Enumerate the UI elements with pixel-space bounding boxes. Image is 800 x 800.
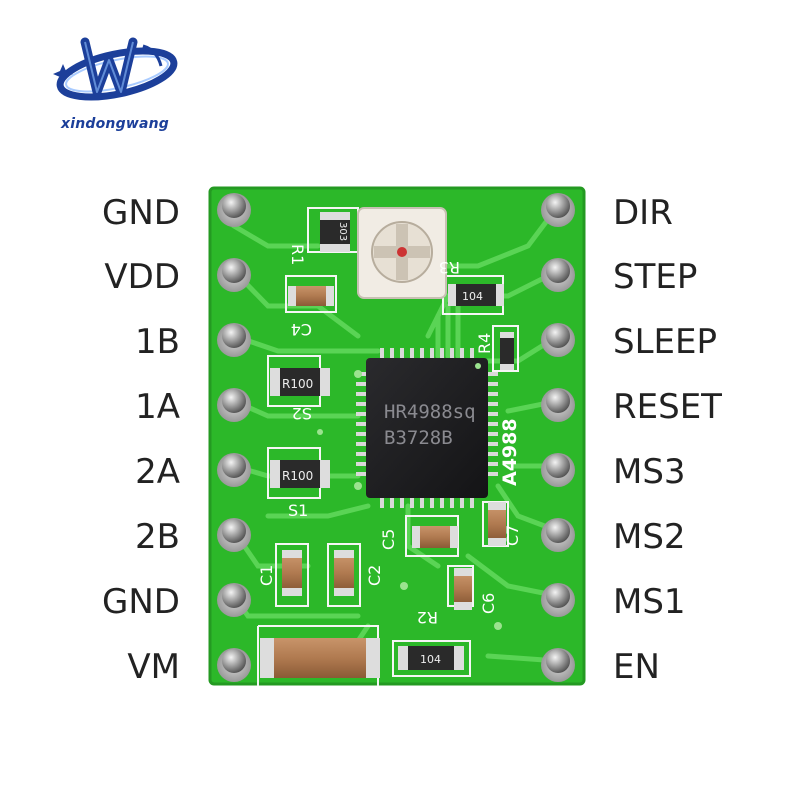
capacitor-c4 [294, 286, 328, 306]
pin-label-left-1: GND [102, 193, 180, 233]
resistor-r4 [500, 336, 514, 366]
r2-value: 104 [420, 653, 441, 666]
pin-label-right-4: RESET [613, 387, 722, 427]
pin-label-left-5: 2A [135, 452, 180, 492]
bulk-capacitor [272, 638, 368, 678]
r3-ref: R3 [439, 258, 460, 277]
resistor-r2 [406, 646, 456, 670]
pin-label-right-3: SLEEP [613, 322, 717, 362]
pin-label-right-7: MS1 [613, 582, 686, 622]
pin-label-left-3: 1B [135, 322, 180, 362]
pin-label-right-5: MS3 [613, 452, 686, 492]
pin-label-left-7: GND [102, 582, 180, 622]
pin-label-left-4: 1A [135, 387, 180, 427]
c4-ref: C4 [291, 320, 312, 339]
r1-ref: R1 [288, 244, 307, 265]
capacitor-c7 [488, 508, 506, 540]
resistor-r1 [320, 216, 350, 246]
capacitor-c1 [282, 556, 302, 590]
resistor-s2 [278, 368, 322, 396]
vias [317, 363, 502, 630]
brand-name: xindongwang [61, 116, 169, 132]
right-header-pins [541, 193, 575, 682]
c7-ref: C7 [503, 525, 522, 546]
brand-logo: xindongwang [40, 30, 190, 140]
resistor-r3 [454, 284, 498, 306]
c2-ref: C2 [365, 565, 384, 586]
chip-side-label: A4988 [499, 418, 521, 486]
s1-value: R100 [282, 469, 313, 483]
resistor-s1 [278, 460, 322, 488]
xindongwang-logo-icon [53, 37, 178, 101]
s1-ref: S1 [288, 501, 308, 520]
driver-chip [366, 358, 488, 498]
c1-ref: C1 [257, 565, 276, 586]
pin-label-left-2: VDD [104, 257, 180, 297]
r4-ref: R4 [475, 333, 494, 354]
r1-value: 303 [337, 222, 348, 241]
potentiometer-icon [357, 207, 447, 299]
pin-label-right-1: DIR [613, 193, 673, 233]
chip-pins [356, 348, 498, 508]
pin-label-left-8: VM [127, 647, 180, 687]
s2-ref: S2 [292, 404, 312, 423]
c6-ref: C6 [479, 593, 498, 614]
pin-label-right-6: MS2 [613, 517, 686, 557]
left-header-pins [217, 193, 251, 682]
s2-value: R100 [282, 377, 313, 391]
stepper-driver-board: HR4988sq B3728B A4988 303 R1 C4 104 R3 R… [208, 186, 586, 686]
pin-label-right-2: STEP [613, 257, 698, 297]
c5-ref: C5 [379, 529, 398, 550]
capacitor-c2 [334, 556, 354, 590]
chip-marking-line1: HR4988sq [384, 401, 476, 423]
chip-marking-line2: B3728B [384, 427, 453, 449]
r3-value: 104 [462, 290, 483, 303]
capacitor-c5 [418, 526, 452, 548]
pin-label-right-8: EN [613, 647, 660, 687]
pin-label-left-6: 2B [135, 517, 180, 557]
r2-ref: R2 [417, 608, 438, 627]
capacitor-c6 [454, 574, 472, 604]
